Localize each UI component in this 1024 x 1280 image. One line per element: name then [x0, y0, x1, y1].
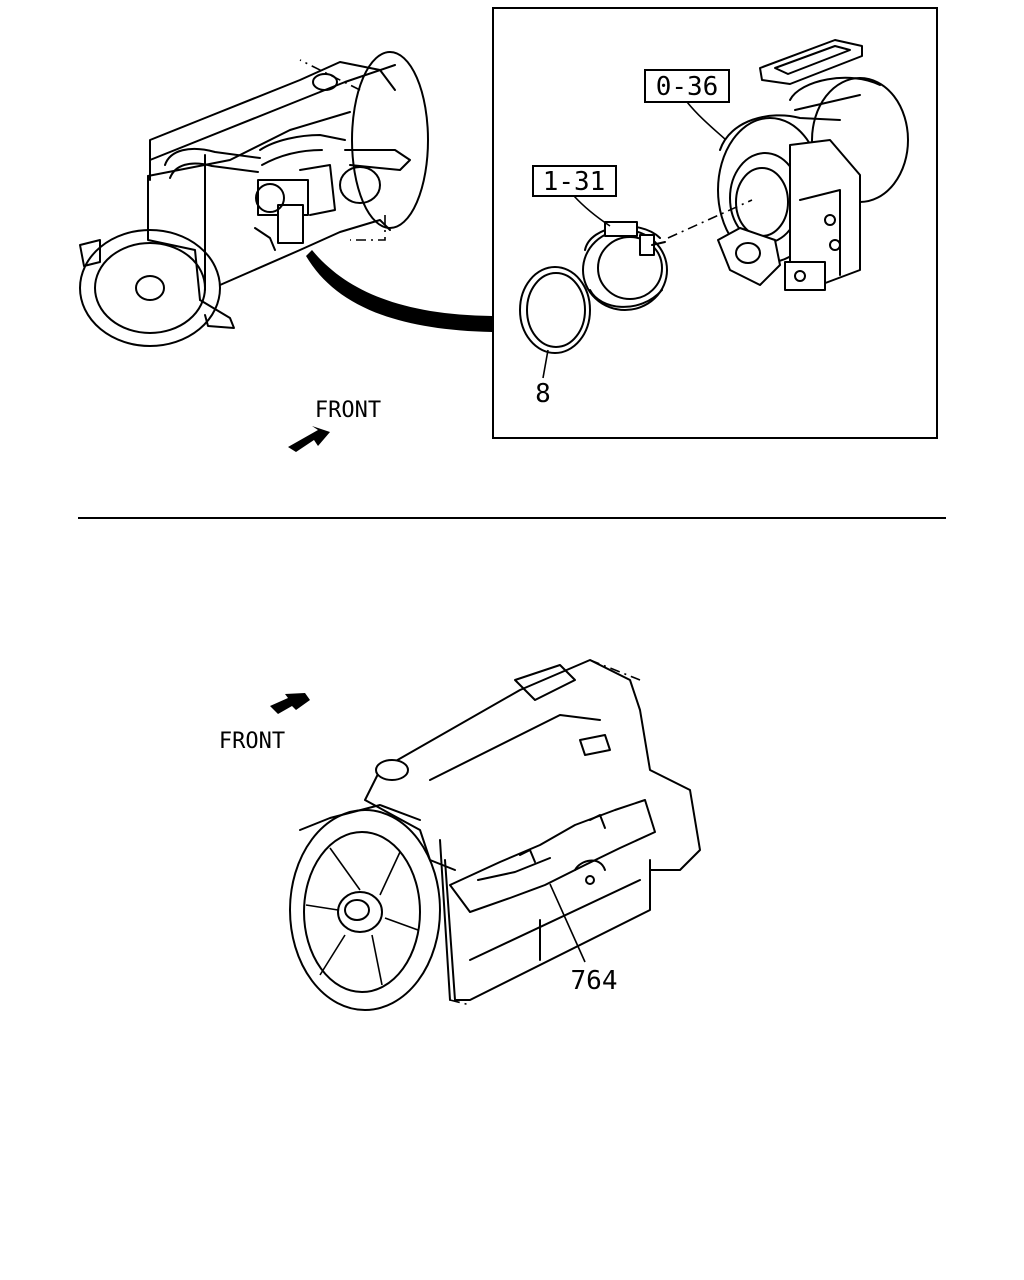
front-label-bottom: FRONT [219, 729, 285, 754]
front-arrow-top [288, 426, 330, 452]
callout-gasket: 8 [535, 379, 551, 409]
gasket-ring-illustration [519, 266, 591, 354]
bottom-engine-overview [289, 659, 701, 1011]
callout-heat-shield: 764 [571, 966, 618, 996]
front-label-top: FRONT [315, 398, 381, 423]
callout-turbocharger: 0-36 [656, 72, 719, 102]
clamp-illustration [582, 221, 668, 311]
callout-clamp: 1-31 [543, 167, 606, 197]
assembly-axis [667, 199, 753, 239]
top-engine-overview [79, 51, 429, 347]
turbocharger-illustration [717, 39, 909, 291]
detail-box [492, 7, 938, 439]
detail-leader-sweep [306, 250, 492, 332]
front-arrow-bottom [270, 693, 310, 714]
